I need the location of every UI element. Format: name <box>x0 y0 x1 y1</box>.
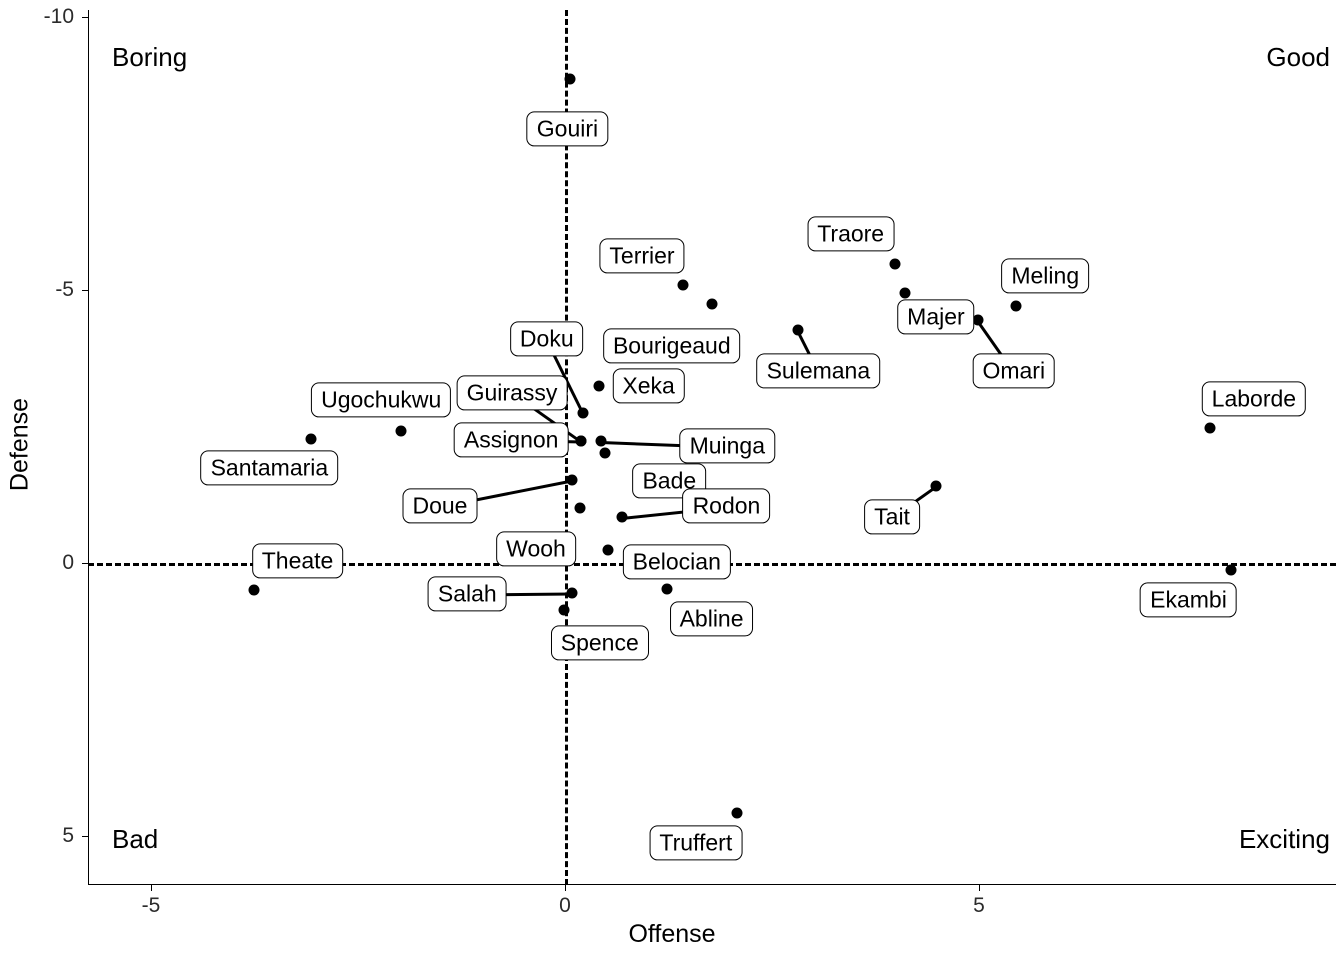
point-label[interactable]: Laborde <box>1201 381 1307 417</box>
point-label[interactable]: Rodon <box>682 488 771 524</box>
data-point[interactable] <box>889 258 901 270</box>
quadrant-label-top-left: Boring <box>112 42 188 72</box>
quadrant-label-bottom-right: Exciting <box>1238 824 1330 854</box>
point-label[interactable]: Sulemana <box>756 353 881 389</box>
x-tick-mark <box>979 885 980 891</box>
point-label[interactable]: Tait <box>864 499 920 535</box>
data-point[interactable] <box>616 511 628 523</box>
point-label[interactable]: Gouiri <box>526 111 609 147</box>
x-tick-label: -5 <box>141 894 161 917</box>
point-label[interactable]: Majer <box>897 299 975 335</box>
point-label[interactable]: Theate <box>251 543 344 579</box>
data-point[interactable] <box>731 807 743 819</box>
data-point[interactable] <box>566 474 578 486</box>
data-point[interactable] <box>1204 422 1216 434</box>
data-point[interactable] <box>248 584 260 596</box>
x-tick-label: 5 <box>973 894 985 917</box>
data-point[interactable] <box>574 502 586 514</box>
point-label[interactable]: Muinga <box>679 428 775 464</box>
x-axis-title: Offense <box>628 920 716 948</box>
data-point[interactable] <box>305 433 317 445</box>
point-label[interactable]: Salah <box>427 576 507 612</box>
data-point[interactable] <box>792 324 804 336</box>
point-label[interactable]: Terrier <box>599 238 685 274</box>
data-point[interactable] <box>564 73 576 85</box>
data-point[interactable] <box>899 287 911 299</box>
quadrant-label-top-right: Good <box>1266 42 1330 72</box>
point-label[interactable]: Wooh <box>496 531 576 567</box>
point-label[interactable]: Ekambi <box>1140 582 1237 618</box>
data-point[interactable] <box>593 380 605 392</box>
point-label[interactable]: Meling <box>1001 258 1090 294</box>
x-axis-line <box>88 884 1336 885</box>
data-point[interactable] <box>972 314 984 326</box>
point-label[interactable]: Santamaria <box>200 450 339 486</box>
data-point[interactable] <box>677 279 689 291</box>
point-label[interactable]: Omari <box>972 353 1056 389</box>
data-point[interactable] <box>930 480 942 492</box>
data-point[interactable] <box>599 447 611 459</box>
y-tick-label: -10 <box>43 5 74 28</box>
data-point[interactable] <box>602 544 614 556</box>
point-label[interactable]: Xeka <box>612 368 685 404</box>
y-tick-mark <box>82 836 88 837</box>
point-label[interactable]: Doue <box>402 488 478 524</box>
point-label[interactable]: Abline <box>669 601 754 637</box>
y-tick-label: 5 <box>62 824 74 847</box>
y-tick-mark <box>82 563 88 564</box>
point-label[interactable]: Doku <box>509 321 584 357</box>
data-point[interactable] <box>577 407 589 419</box>
point-label[interactable]: Spence <box>550 625 649 661</box>
quadrant-label-bottom-left: Bad <box>112 824 159 854</box>
data-point[interactable] <box>566 587 578 599</box>
data-point[interactable] <box>558 604 570 616</box>
x-tick-mark <box>565 885 566 891</box>
data-point[interactable] <box>661 583 673 595</box>
point-label[interactable]: Ugochukwu <box>311 382 452 418</box>
data-point[interactable] <box>595 435 607 447</box>
data-point[interactable] <box>706 298 718 310</box>
point-label[interactable]: Truffert <box>649 825 743 861</box>
x-tick-label: 0 <box>559 894 571 917</box>
y-axis-title: Defense <box>5 397 34 492</box>
data-point[interactable] <box>395 425 407 437</box>
point-label[interactable]: Traore <box>807 216 895 252</box>
y-tick-mark <box>82 17 88 18</box>
y-tick-mark <box>82 290 88 291</box>
y-tick-label: -5 <box>55 278 74 301</box>
point-label[interactable]: Belocian <box>622 544 731 580</box>
point-label[interactable]: Bourigeaud <box>602 328 741 364</box>
data-point[interactable] <box>1225 564 1237 576</box>
x-tick-mark <box>151 885 152 891</box>
point-label[interactable]: Guirassy <box>456 375 568 411</box>
data-point[interactable] <box>1010 300 1022 312</box>
data-point[interactable] <box>575 435 587 447</box>
y-tick-label: 0 <box>62 551 74 574</box>
point-label[interactable]: Assignon <box>453 422 569 458</box>
y-axis-line <box>88 10 89 885</box>
